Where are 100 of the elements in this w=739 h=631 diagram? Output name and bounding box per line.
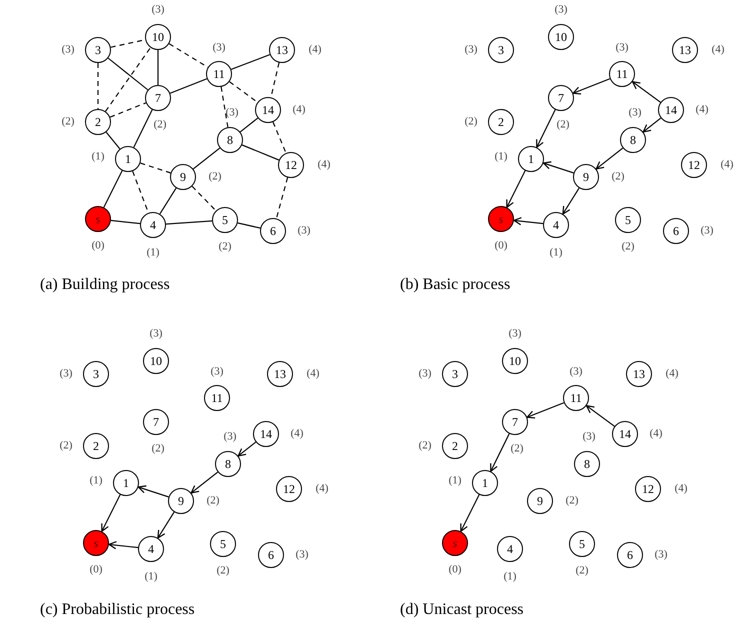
node-label: 5: [579, 538, 585, 550]
level-label: (3): [654, 550, 668, 560]
node-label: 8: [630, 134, 636, 146]
node-label: 7: [155, 92, 161, 104]
arrow: [562, 188, 580, 215]
link-line: [240, 118, 258, 132]
level-label: (3): [464, 44, 478, 56]
level-label: (4): [720, 160, 734, 170]
node-label: 14: [260, 428, 272, 440]
level-label: (3): [298, 226, 310, 236]
node-label: 10: [152, 31, 164, 43]
arrow: [642, 118, 662, 133]
node-label: 11: [616, 68, 628, 80]
level-label: (2): [612, 172, 624, 182]
link-line: [110, 220, 140, 224]
level-label: (0): [494, 240, 508, 252]
arrow: [536, 109, 556, 148]
link-line: [133, 109, 153, 148]
link-line: [97, 63, 99, 109]
level-label: (3): [570, 366, 582, 378]
node-label: 12: [642, 483, 654, 495]
node-label: 3: [452, 368, 458, 380]
level-label: (2): [556, 120, 570, 130]
level-label: (4): [292, 104, 306, 116]
node-label: 8: [584, 458, 590, 470]
node-label: 4: [507, 543, 513, 555]
node-label: 13: [274, 368, 286, 380]
level-label: (2): [418, 440, 432, 452]
link-line: [103, 170, 123, 208]
node-label: 11: [213, 68, 225, 80]
arrow: [632, 81, 661, 103]
level-label: (3): [582, 432, 596, 442]
arrow: [238, 442, 256, 457]
level-label: (4): [316, 484, 328, 494]
node-label: 6: [673, 225, 679, 237]
node-label: 4: [553, 219, 559, 231]
level-label: (3): [628, 108, 642, 118]
level-label: (1): [90, 476, 102, 486]
node-label: 8: [227, 134, 233, 146]
node-label: 13: [633, 368, 645, 380]
level-label: (2): [206, 496, 220, 506]
node-label: 3: [95, 44, 101, 56]
node-label: 6: [627, 549, 633, 561]
level-label: (2): [622, 242, 634, 252]
level-label: (3): [210, 366, 224, 378]
node-label: 1: [123, 477, 129, 489]
node-label: 2: [95, 116, 101, 128]
node-label: 10: [150, 355, 162, 367]
level-label: (3): [418, 368, 432, 380]
node-label: 7: [153, 416, 159, 428]
link-line: [220, 86, 228, 128]
node-label: 11: [570, 392, 582, 404]
link-line: [140, 162, 171, 174]
link-line: [110, 102, 146, 118]
node-label: 8: [225, 458, 231, 470]
level-label: (2): [152, 444, 164, 454]
level-label: (1): [550, 248, 562, 258]
node-label: 14: [619, 428, 631, 440]
node-label: 9: [180, 171, 186, 183]
link-line: [242, 144, 280, 161]
arrow: [586, 405, 615, 427]
level-label: (2): [510, 444, 524, 454]
link-line: [106, 132, 120, 150]
node-label: 10: [555, 31, 567, 43]
node-label: 12: [688, 159, 700, 171]
node-label: 13: [679, 44, 691, 56]
node-label: 9: [178, 495, 184, 507]
level-label: (0): [92, 240, 104, 252]
node-label: 1: [482, 477, 488, 489]
level-label: (2): [216, 566, 230, 576]
level-label: (4): [318, 160, 330, 170]
node-label: 6: [270, 225, 276, 237]
node-label: s: [498, 213, 504, 225]
node-label: 3: [93, 368, 99, 380]
arrow: [190, 472, 218, 494]
node-label: 12: [285, 159, 297, 171]
level-label: (0): [90, 564, 102, 576]
node-label: 2: [93, 440, 99, 452]
level-label: (4): [696, 104, 708, 116]
arrow: [157, 512, 175, 539]
level-label: (1): [494, 152, 508, 162]
link-line: [170, 78, 208, 94]
level-label: (3): [296, 550, 308, 560]
level-label: (4): [712, 44, 724, 56]
node-label: 9: [537, 495, 543, 507]
node-label: 14: [262, 104, 274, 116]
arrow: [460, 494, 480, 532]
node-label: s: [94, 537, 98, 549]
link-line: [159, 188, 177, 214]
subfigure-caption: (d) Unicast process: [400, 602, 524, 618]
link-line: [157, 50, 159, 85]
link-line: [108, 58, 148, 90]
level-label: (1): [92, 152, 104, 162]
level-label: (2): [60, 440, 72, 452]
node-label: s: [452, 537, 458, 549]
link-line: [230, 54, 270, 70]
node-label: 3: [498, 44, 504, 56]
level-label: (3): [508, 328, 522, 340]
arrow: [506, 170, 526, 208]
level-label: (2): [218, 242, 232, 252]
